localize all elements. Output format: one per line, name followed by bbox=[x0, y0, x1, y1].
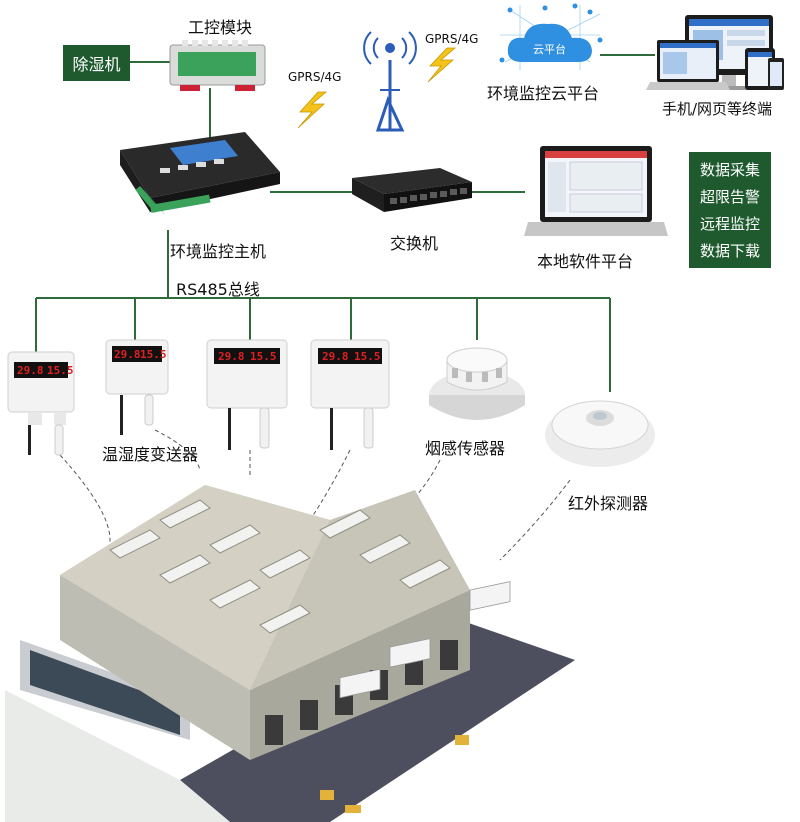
phone-icon bbox=[768, 58, 784, 90]
leader-lines bbox=[59, 429, 571, 600]
th-sensor-label: 温湿度变送器 bbox=[102, 445, 199, 464]
wiring bbox=[35, 54, 655, 392]
th-transmitter-3 bbox=[206, 339, 288, 450]
io-module-icon bbox=[169, 40, 266, 91]
gprs-right-label: GPRS/4G bbox=[425, 32, 479, 46]
features-panel: 数据采集 超限告警 远程监控 数据下载 bbox=[689, 152, 771, 268]
laptop-icon bbox=[524, 146, 668, 236]
feature-item: 超限告警 bbox=[699, 188, 760, 206]
th-transmitter-4 bbox=[310, 339, 390, 450]
sensor-1-temp: 29.8 bbox=[17, 364, 44, 377]
infrared-detector-icon bbox=[545, 400, 655, 467]
sensor-2-hum: 15.5 bbox=[140, 348, 167, 361]
lightning-icon bbox=[297, 47, 457, 129]
controller-icon bbox=[120, 132, 280, 215]
smoke-detector-icon bbox=[429, 347, 525, 420]
switch-label: 交换机 bbox=[390, 234, 439, 253]
host-label: 环境监控主机 bbox=[170, 242, 267, 261]
gprs-left-label: GPRS/4G bbox=[288, 70, 342, 84]
feature-item: 数据下载 bbox=[699, 242, 760, 260]
laptop-icon bbox=[646, 40, 730, 90]
switch-icon bbox=[352, 168, 472, 212]
feature-item: 远程监控 bbox=[699, 215, 760, 233]
sensor-3-hum: 15.5 bbox=[250, 350, 277, 363]
io-module-label: 工控模块 bbox=[188, 18, 253, 37]
ir-detector-label: 红外探测器 bbox=[568, 494, 649, 513]
cloud-platform-label: 环境监控云平台 bbox=[487, 84, 600, 103]
sensor-2-temp: 29.8 bbox=[114, 348, 141, 361]
sensor-1-hum: 15.5 bbox=[47, 364, 74, 377]
sensor-3-temp: 29.8 bbox=[218, 350, 245, 363]
smoke-sensor-label: 烟感传感器 bbox=[425, 439, 506, 458]
bus-label: RS485总线 bbox=[176, 280, 260, 299]
terminals-label: 手机/网页等终端 bbox=[662, 100, 773, 118]
tower-icon bbox=[363, 31, 417, 132]
cloud-badge-label: 云平台 bbox=[533, 43, 566, 56]
dehumidifier-label: 除湿机 bbox=[72, 55, 121, 74]
dehumidifier-box: 除湿机 bbox=[63, 45, 130, 81]
sensor-4-temp: 29.8 bbox=[322, 350, 349, 363]
th-transmitter-2 bbox=[105, 339, 169, 435]
sensor-4-hum: 15.5 bbox=[354, 350, 381, 363]
local-platform-label: 本地软件平台 bbox=[537, 252, 634, 271]
feature-item: 数据采集 bbox=[699, 161, 760, 179]
th-transmitter-1 bbox=[7, 351, 75, 456]
cloud-icon bbox=[499, 3, 603, 70]
warehouse-icon bbox=[5, 485, 800, 822]
